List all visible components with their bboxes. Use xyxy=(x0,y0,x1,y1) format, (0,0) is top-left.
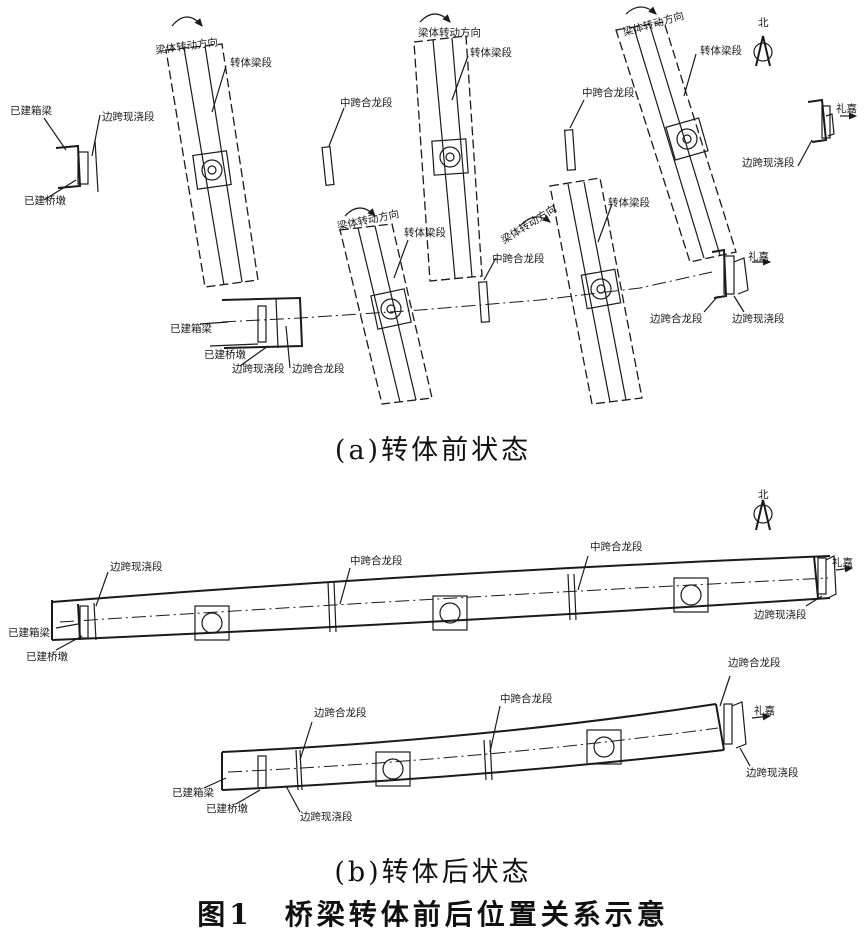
center-line-before xyxy=(221,271,713,323)
caption-before: (a)转体前状态 xyxy=(334,435,532,466)
rotating-girder-1 xyxy=(165,16,259,288)
label-destination-a2: 礼嘉 xyxy=(748,250,769,263)
label-side-closure-a1: 边跨合龙段 xyxy=(650,312,703,325)
label-built-box-girder-a: 已建箱梁 xyxy=(10,104,52,117)
label-north-a: 北 xyxy=(758,17,769,29)
bridge-upper-after xyxy=(51,555,854,651)
label-side-closure-b1: 边跨合龙段 xyxy=(728,656,781,669)
figure-title: 图1 桥梁转体前后位置关系示意 xyxy=(197,898,669,931)
label-side-cast-a4: 边跨现浇段 xyxy=(232,362,285,375)
label-mid-closure-b3: 中跨合龙段 xyxy=(500,692,553,705)
label-built-pier-b2: 已建桥墩 xyxy=(206,802,248,815)
mid-closure-segment-3 xyxy=(477,281,491,323)
right-abutment-lower xyxy=(703,248,772,313)
label-built-pier-a2: 已建桥墩 xyxy=(204,348,246,361)
label-built-box-girder-b1: 已建箱梁 xyxy=(8,626,50,639)
label-destination-b2: 礼嘉 xyxy=(754,704,775,717)
label-destination-a1: 礼嘉 xyxy=(836,102,857,115)
label-rotating-girder-5: 转体梁段 xyxy=(608,196,650,209)
rotating-girder-4 xyxy=(339,207,433,405)
right-abutment-top xyxy=(797,98,858,167)
rotating-girder-2 xyxy=(413,13,483,282)
rotating-girder-5 xyxy=(519,177,643,405)
label-side-cast-b4: 边跨现浇段 xyxy=(300,810,353,823)
label-rotation-dir-1: 梁体转动方向 xyxy=(155,35,219,57)
label-side-closure-a2: 边跨合龙段 xyxy=(292,362,345,375)
label-mid-closure-1: 中跨合龙段 xyxy=(340,96,393,109)
label-rotating-girder-2: 转体梁段 xyxy=(470,46,512,59)
label-rotation-dir-3: 梁体转动方向 xyxy=(621,9,685,39)
label-side-cast-b2: 边跨现浇段 xyxy=(754,608,807,621)
label-mid-closure-b1: 中跨合龙段 xyxy=(350,554,403,567)
label-mid-closure-2: 中跨合龙段 xyxy=(582,86,635,99)
before-rotation-panel xyxy=(43,6,858,405)
bridge-lower-after xyxy=(203,675,772,813)
mid-closure-segment-2 xyxy=(563,129,577,171)
caption-after: (b)转体后状态 xyxy=(334,857,532,888)
label-mid-closure-b2: 中跨合龙段 xyxy=(590,540,643,553)
label-side-cast-a2: 边跨现浇段 xyxy=(742,156,795,169)
label-side-cast-a1: 边跨现浇段 xyxy=(102,110,155,123)
label-side-cast-a3: 边跨现浇段 xyxy=(732,312,785,325)
left-abutment-top xyxy=(43,114,101,201)
label-mid-closure-3: 中跨合龙段 xyxy=(492,252,545,265)
north-arrow-b xyxy=(753,499,773,531)
label-built-pier-a: 已建桥墩 xyxy=(24,194,66,207)
after-rotation-panel xyxy=(51,499,854,813)
label-built-box-girder-a2: 已建箱梁 xyxy=(170,322,212,335)
label-rotating-girder-4: 转体梁段 xyxy=(404,226,446,239)
label-rotation-dir-5: 梁体转动方向 xyxy=(499,202,559,246)
label-rotating-girder-1: 转体梁段 xyxy=(230,56,272,69)
label-side-cast-b3: 边跨现浇段 xyxy=(746,766,799,779)
rotating-girder-3 xyxy=(615,6,737,263)
label-side-cast-b1: 边跨现浇段 xyxy=(110,560,163,573)
label-north-b: 北 xyxy=(758,489,769,501)
label-destination-b1: 礼嘉 xyxy=(832,556,853,569)
label-rotation-dir-2: 梁体转动方向 xyxy=(418,26,481,39)
label-side-closure-b2: 边跨合龙段 xyxy=(314,706,367,719)
north-arrow-top xyxy=(753,35,773,67)
label-rotating-girder-3: 转体梁段 xyxy=(700,44,742,57)
label-built-pier-b1: 已建桥墩 xyxy=(26,650,68,663)
label-built-box-girder-b2: 已建箱梁 xyxy=(172,786,214,799)
mid-closure-segment-1 xyxy=(321,146,335,186)
